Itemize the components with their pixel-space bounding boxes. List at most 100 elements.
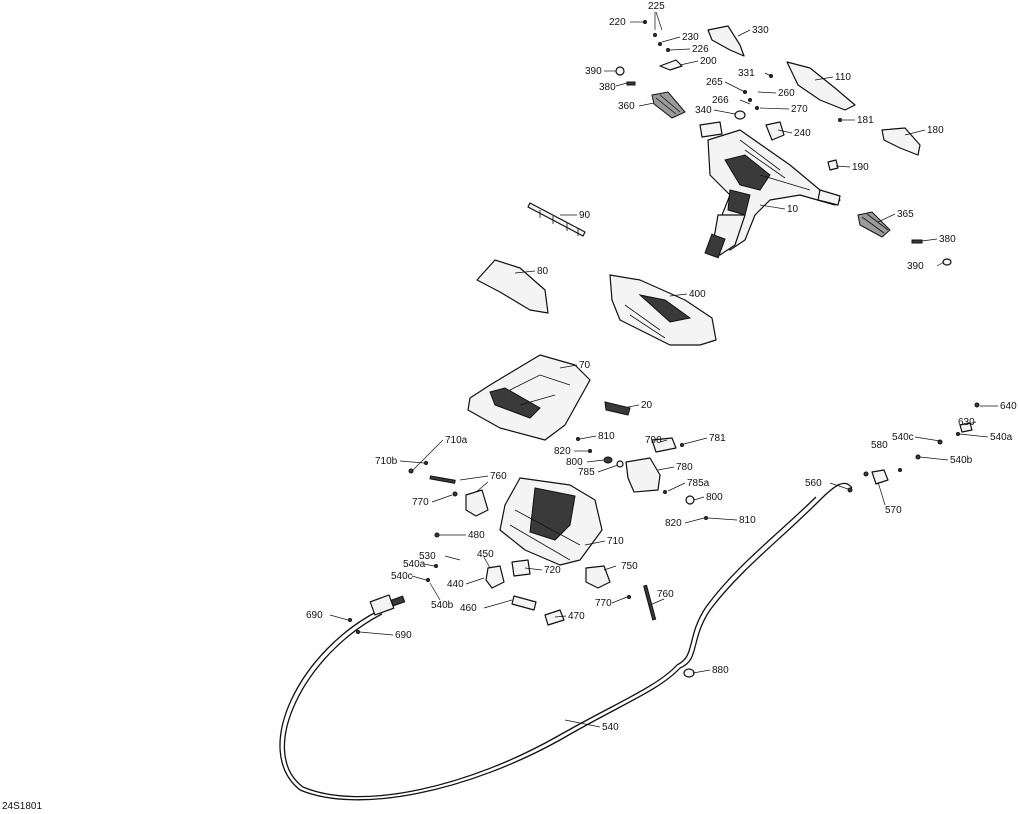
part-470 [544, 609, 565, 626]
callout-label: 20 [641, 400, 653, 411]
callout-label: 181 [857, 115, 874, 126]
callout-label: 230 [682, 32, 699, 43]
switch-240 [765, 121, 785, 141]
actuator-assembly [369, 594, 406, 616]
callout-label: 265 [706, 77, 723, 88]
callout-label: 540c [892, 432, 914, 443]
housing-710 [499, 477, 603, 566]
part-800-top [603, 456, 613, 464]
cap-750-left [465, 489, 489, 517]
callout-label: 540b [950, 455, 973, 466]
bracket-90 [527, 202, 586, 237]
callout-labels: 225 220 230 226 200 330 390 380 331 110 … [306, 1, 1017, 733]
callout-label: 540b [431, 600, 454, 611]
callout-label: 470 [568, 611, 585, 622]
callout-label: 110 [835, 72, 851, 83]
callout-label: 266 [712, 95, 729, 106]
cap-390-top [615, 66, 625, 76]
grip-360 [651, 91, 686, 119]
callout-label: 770 [595, 598, 612, 609]
cover-330 [707, 25, 745, 57]
callout-label: 690 [306, 610, 323, 621]
handlebar-assembly-10 [699, 121, 841, 259]
callout-label: 226 [692, 44, 709, 55]
callout-label: 225 [648, 1, 665, 12]
leader-lines [329, 11, 998, 728]
callout-label: 80 [537, 266, 549, 277]
callout-label: 340 [695, 105, 712, 116]
callout-label: 360 [618, 101, 635, 112]
callout-label: 190 [852, 162, 869, 173]
callout-label: 400 [689, 289, 706, 300]
part-630 [959, 422, 973, 433]
part-800-right [685, 495, 695, 505]
callout-label: 540c [391, 571, 413, 582]
callout-label: 800 [566, 457, 583, 468]
callout-label: 780 [676, 462, 693, 473]
callout-label: 390 [907, 261, 924, 272]
cap-390-right [942, 258, 952, 266]
callout-label: 480 [468, 530, 485, 541]
cap-750-right [585, 565, 611, 589]
screw-380-top [626, 81, 636, 86]
callout-label: 720 [544, 565, 561, 576]
callout-label: 380 [599, 82, 616, 93]
callout-label: 10 [787, 204, 799, 215]
callout-label: 630 [958, 417, 975, 428]
callout-label: 810 [598, 431, 615, 442]
callout-label: 380 [939, 234, 956, 245]
callout-label: 460 [460, 603, 477, 614]
lever-200 [659, 59, 683, 71]
callout-label: 365 [897, 209, 914, 220]
callout-label: 240 [794, 128, 811, 139]
rod-760-left [429, 475, 456, 484]
nut-340 [734, 110, 746, 120]
callout-label: 450 [477, 549, 494, 560]
callout-label: 390 [585, 66, 602, 77]
screw-380-right [911, 239, 923, 244]
callout-label: 220 [609, 17, 626, 28]
callout-label: 785a [687, 478, 710, 489]
callout-label: 180 [927, 125, 944, 136]
callout-label: 90 [579, 210, 591, 221]
callout-label: 800 [706, 492, 723, 503]
mount-450 [485, 565, 505, 589]
screws-top [643, 20, 842, 122]
callout-label: 330 [752, 25, 769, 36]
bracket-720 [511, 559, 531, 577]
clamp-570 [871, 469, 889, 485]
cable-540 [279, 482, 853, 801]
callout-label: 260 [778, 88, 795, 99]
switch-790 [651, 437, 677, 453]
callout-label: 270 [791, 104, 808, 115]
clip-880 [683, 668, 695, 678]
housing-70 [467, 354, 591, 441]
callout-label: 760 [657, 589, 674, 600]
callout-label: 880 [712, 665, 729, 676]
module-780 [625, 457, 661, 493]
callout-label: 70 [579, 360, 591, 371]
part-785 [616, 460, 624, 468]
callout-label: 570 [885, 505, 902, 516]
cover-180 [881, 127, 921, 156]
callout-label: 785 [578, 467, 595, 478]
panel-80 [476, 259, 549, 314]
console-400 [609, 274, 717, 346]
callout-label: 710a [445, 435, 468, 446]
callout-label: 790 [645, 435, 662, 446]
callout-label: 710b [375, 456, 398, 467]
callout-label: 540a [403, 559, 426, 570]
callout-label: 331 [738, 68, 755, 79]
callout-label: 810 [739, 515, 756, 526]
clip-190 [827, 159, 839, 171]
cover-110 [786, 61, 856, 111]
callout-label: 820 [665, 518, 682, 529]
callout-label: 440 [447, 579, 464, 590]
plate-20 [604, 401, 631, 416]
callout-label: 530 [419, 551, 436, 562]
part-460 [511, 595, 537, 611]
callout-label: 690 [395, 630, 412, 641]
diagram-reference-code: 24S1801 [2, 801, 42, 812]
callout-label: 540 [602, 722, 619, 733]
